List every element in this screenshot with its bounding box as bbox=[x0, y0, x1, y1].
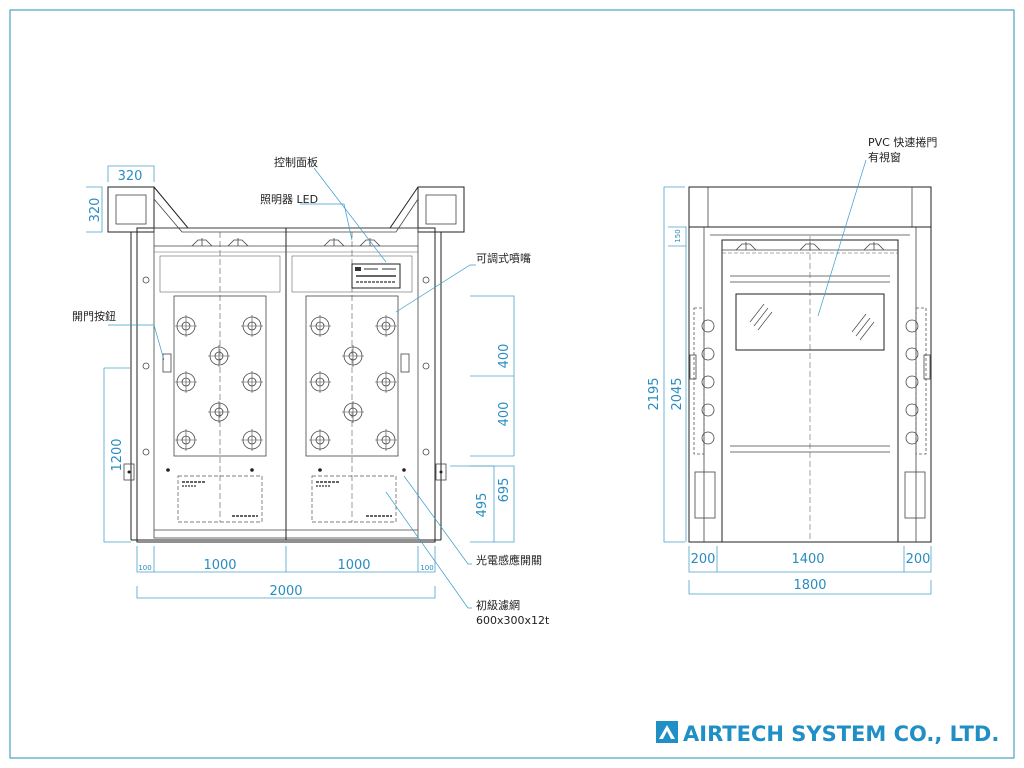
label-pvc-window: 有視窗 bbox=[868, 150, 901, 164]
dim-1000b: 1000 bbox=[337, 558, 370, 573]
dim-100-left: 100 bbox=[138, 564, 151, 572]
dim-2000: 2000 bbox=[269, 584, 302, 599]
left-blower-box bbox=[107, 186, 155, 233]
dim-1800: 1800 bbox=[793, 578, 826, 593]
dim-495: 495 bbox=[475, 493, 490, 518]
dim-1000a: 1000 bbox=[203, 558, 236, 573]
label-photo-switch: 光電感應開關 bbox=[476, 553, 542, 567]
dim-695: 695 bbox=[497, 478, 512, 503]
label-pvc-door: PVC 快速捲門 bbox=[868, 135, 937, 149]
led-fixture bbox=[191, 238, 381, 247]
dim-2045: 2045 bbox=[670, 377, 685, 410]
label-filter: 初級濾網 bbox=[476, 598, 520, 612]
dim-400a: 400 bbox=[497, 344, 512, 369]
dim-150: 150 bbox=[674, 229, 682, 242]
callouts: 控制面板 照明器 LED 可調式噴嘴 開門按鈕 光電感應開關 初級濾網 600x… bbox=[72, 155, 550, 627]
front-dimensions: 320 320 1200 400 400 695 495 100 100 100… bbox=[86, 165, 515, 599]
dim-200-right: 200 bbox=[906, 552, 931, 567]
nozzle-array bbox=[175, 315, 397, 451]
label-nozzle: 可調式噴嘴 bbox=[476, 251, 531, 265]
door-button bbox=[400, 353, 410, 373]
company-name: AIRTECH SYSTEM CO., LTD. bbox=[683, 722, 999, 746]
door-button bbox=[162, 353, 172, 373]
photo-sensor bbox=[166, 468, 170, 472]
airtech-triangle-logo-icon bbox=[656, 721, 678, 743]
dim-1200: 1200 bbox=[110, 438, 125, 471]
dim-top-width: 320 bbox=[118, 169, 143, 184]
control-panel bbox=[351, 263, 401, 289]
dim-1400: 1400 bbox=[791, 552, 824, 567]
label-door-button: 開門按鈕 bbox=[72, 309, 116, 323]
pre-filter bbox=[177, 475, 397, 523]
side-top-box bbox=[688, 186, 932, 228]
label-led: 照明器 LED bbox=[260, 193, 318, 206]
side-nozzles bbox=[689, 307, 931, 519]
label-control-panel: 控制面板 bbox=[274, 155, 318, 169]
dim-2195: 2195 bbox=[647, 377, 662, 410]
drawing-border bbox=[9, 9, 1015, 759]
front-view bbox=[107, 186, 465, 543]
label-filter-size: 600x300x12t bbox=[476, 614, 550, 627]
dim-100-right: 100 bbox=[420, 564, 433, 572]
dim-top-height: 320 bbox=[88, 198, 103, 223]
side-dimensions: 150 2195 2045 200 1400 200 1800 PVC 快速捲門… bbox=[647, 135, 937, 595]
pvc-window bbox=[735, 293, 885, 351]
company-logo: AIRTECH SYSTEM CO., LTD. bbox=[656, 721, 999, 746]
right-blower-box bbox=[417, 186, 465, 233]
side-view bbox=[688, 186, 932, 543]
dim-400b: 400 bbox=[497, 402, 512, 427]
dim-200-left: 200 bbox=[691, 552, 716, 567]
